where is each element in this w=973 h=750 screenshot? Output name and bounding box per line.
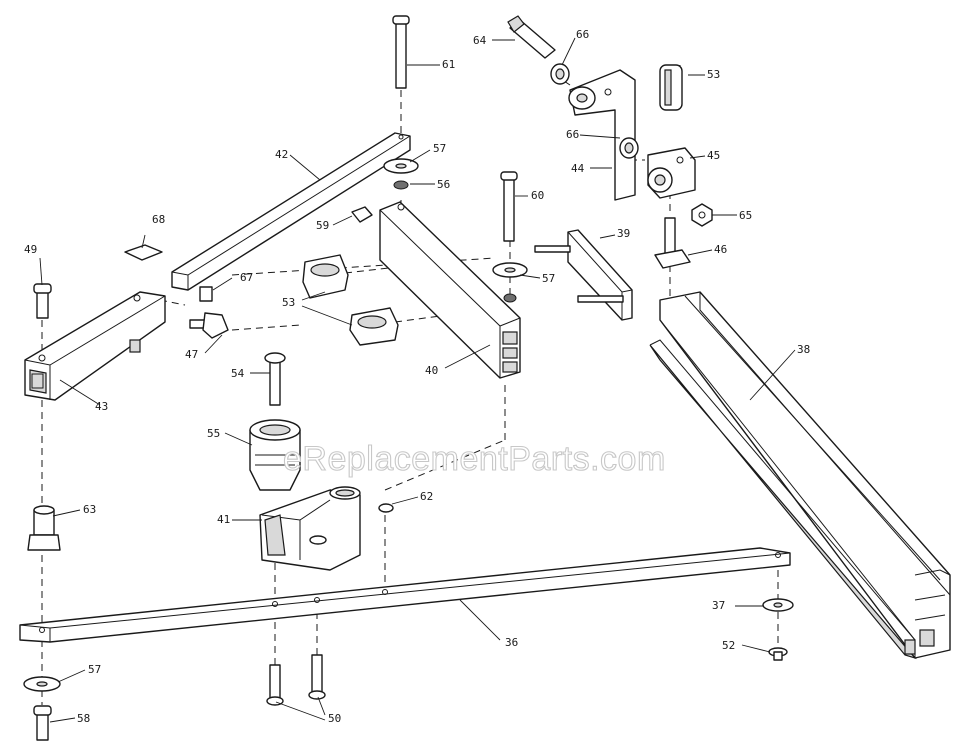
label-57-a: 57 [433, 142, 446, 155]
label-55: 55 [207, 427, 220, 440]
label-39: 39 [617, 227, 630, 240]
part-54-screw [264, 352, 286, 406]
part-57-washer-a [383, 158, 419, 174]
part-41-housing [259, 486, 361, 571]
part-53-knob-top [659, 64, 683, 111]
part-68-pad [124, 244, 163, 261]
label-42: 42 [275, 148, 288, 161]
part-47-knob [189, 312, 229, 339]
label-66-top: 66 [576, 28, 589, 41]
label-68: 68 [152, 213, 165, 226]
label-54: 54 [231, 367, 245, 380]
label-41: 41 [217, 513, 230, 526]
part-56-nut [393, 180, 409, 190]
part-59-nut [351, 206, 373, 223]
part-57-washer-b [492, 262, 528, 278]
part-50-screw-left [266, 664, 284, 706]
part-63-spacer [27, 505, 61, 551]
label-65: 65 [739, 209, 752, 222]
label-66-mid: 66 [566, 128, 579, 141]
part-38-rail [649, 291, 951, 660]
part-45-block [647, 147, 696, 199]
label-53-b: 53 [282, 296, 295, 309]
watermark-text: eReplacementParts.com [283, 440, 666, 478]
part-50-screw-right [308, 654, 326, 700]
label-58: 58 [77, 712, 90, 725]
part-60-bolt [500, 171, 518, 242]
part-61-bolt [392, 15, 410, 89]
part-39-plate [534, 229, 633, 321]
part-53-knob-lower [349, 307, 399, 346]
part-36-base-bar [19, 547, 791, 643]
label-60: 60 [531, 189, 544, 202]
part-44-bracket [568, 69, 636, 201]
label-37: 37 [712, 599, 725, 612]
label-57-b: 57 [542, 272, 555, 285]
label-47: 47 [185, 348, 198, 361]
part-64-bolt [507, 15, 556, 59]
part-58-screw [33, 705, 52, 741]
part-46-t-bolt [654, 217, 691, 269]
label-62: 62 [420, 490, 433, 503]
label-63: 63 [83, 503, 96, 516]
part-labels: 61 64 66 53 42 57 56 66 44 45 60 68 59 3… [24, 28, 810, 725]
label-49: 49 [24, 243, 37, 256]
part-66-washer-top [550, 63, 570, 85]
label-40: 40 [425, 364, 438, 377]
label-52: 52 [722, 639, 735, 652]
part-nut-under-57 [503, 293, 517, 303]
label-64: 64 [473, 34, 487, 47]
part-37-washer [762, 598, 794, 612]
part-57-washer-c [23, 676, 61, 692]
part-43-left-tube [24, 291, 166, 401]
label-45: 45 [707, 149, 720, 162]
label-50: 50 [328, 712, 341, 725]
leader-lines [39, 37, 796, 723]
part-53-knob-upper [302, 254, 349, 299]
part-62-washer [378, 503, 394, 513]
label-36: 36 [505, 636, 518, 649]
label-59: 59 [316, 219, 329, 232]
label-56: 56 [437, 178, 450, 191]
part-42-long-tube [171, 132, 411, 291]
label-53-top: 53 [707, 68, 720, 81]
part-52-screw [768, 647, 788, 661]
part-55-chuck [249, 419, 301, 491]
part-67-clip [199, 286, 213, 302]
label-46: 46 [714, 243, 727, 256]
part-65-nut [691, 203, 713, 227]
part-49-screw [33, 283, 52, 319]
label-61: 61 [442, 58, 455, 71]
label-44: 44 [571, 162, 585, 175]
label-67: 67 [240, 271, 253, 284]
label-38: 38 [797, 343, 810, 356]
label-43: 43 [95, 400, 108, 413]
part-66-washer-mid [619, 137, 639, 159]
part-40-block [379, 201, 521, 379]
label-57-c: 57 [88, 663, 101, 676]
